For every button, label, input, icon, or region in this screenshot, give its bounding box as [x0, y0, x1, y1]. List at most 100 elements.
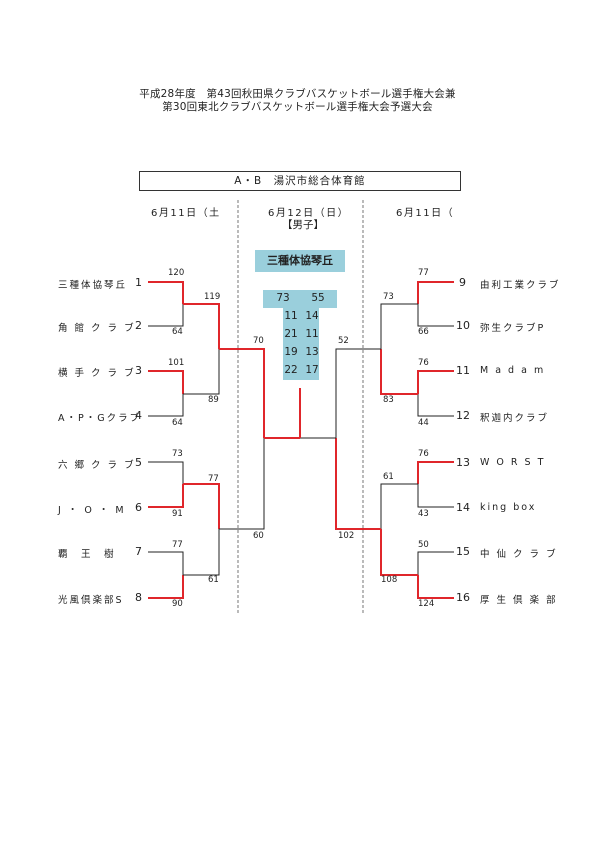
team-name-5: 六 郷 ク ラ ブ — [58, 460, 136, 471]
score-r2-1: 73 — [383, 292, 394, 302]
right-r1-m3-winner — [417, 461, 454, 484]
score-lsf-2: 60 — [253, 531, 264, 541]
date-left: 6月11日（土 — [151, 208, 221, 219]
final-q3-left: 19 — [284, 346, 298, 358]
team-name-12: 釈迦内クラブ — [480, 413, 550, 424]
final-q2-right: 11 — [305, 328, 319, 340]
left-r1-m2-winner — [148, 370, 184, 394]
left-r2-m1-loser — [183, 349, 220, 395]
score-l2-4: 61 — [208, 575, 219, 585]
team-name-10: 弥生クラブP — [480, 323, 546, 334]
score-l1-5: 73 — [172, 449, 183, 459]
score-l1-7: 77 — [172, 540, 183, 550]
right-r1-m4-winner — [417, 575, 454, 599]
gender-label: 【男子】 — [282, 219, 324, 231]
right-sf-loser — [335, 348, 381, 438]
left-r1-m3-loser — [148, 461, 184, 484]
right-sf-winner — [335, 438, 381, 530]
seed-16: 16 — [456, 591, 470, 604]
team-name-4: A・P・Gクラブ — [58, 413, 142, 424]
right-r1-m4-loser — [417, 551, 454, 575]
team-name-9: 由利工業クラブ — [480, 280, 561, 291]
final-total-right: 55 — [311, 292, 325, 304]
score-r1-5: 76 — [418, 449, 429, 459]
seed-15: 15 — [456, 545, 470, 558]
score-r2-4: 108 — [381, 575, 398, 585]
score-r2-3: 61 — [383, 472, 394, 482]
right-r1-m2-loser — [417, 394, 454, 417]
date-right: 6月11日（ — [396, 208, 455, 219]
date-center: 6月12日（日） — [268, 208, 350, 219]
right-r1-m3-loser — [417, 484, 454, 508]
seed-2: 2 — [135, 319, 142, 332]
team-name-16: 厚 生 倶 楽 部 — [480, 595, 558, 606]
final-q1-right: 14 — [305, 310, 319, 322]
score-rsf-1: 52 — [338, 336, 349, 346]
seed-12: 12 — [456, 409, 470, 422]
score-l1-6: 91 — [172, 509, 183, 519]
team-name-2: 角 館 ク ラ ブ — [58, 323, 136, 334]
tournament-title-line1: 平成28年度 第43回秋田県クラブバスケットボール選手権大会兼 — [139, 88, 456, 100]
final-q3-right: 13 — [305, 346, 319, 358]
seed-6: 6 — [135, 501, 142, 514]
final-q4-left: 22 — [284, 364, 298, 376]
seed-10: 10 — [456, 319, 470, 332]
score-l2-2: 89 — [208, 395, 219, 405]
right-r2-m1-winner — [380, 349, 418, 395]
right-r2-m2-loser — [380, 483, 418, 529]
final-total-left: 73 — [276, 292, 290, 304]
seed-13: 13 — [456, 456, 470, 469]
tournament-title-line2: 第30回東北クラブバスケットボール選手権大会予選大会 — [162, 101, 433, 113]
left-r1-m4-winner-b — [148, 575, 184, 599]
score-r2-2: 83 — [383, 395, 394, 405]
team-name-7: 覇 王 樹 — [58, 549, 116, 560]
seed-11: 11 — [456, 364, 470, 377]
score-r1-3: 76 — [418, 358, 429, 368]
final-score-background — [263, 290, 337, 380]
seed-3: 3 — [135, 364, 142, 377]
score-r1-4: 44 — [418, 418, 429, 428]
venue-label: A・B 湯沢市総合体育館 — [139, 171, 461, 191]
left-sf-loser — [219, 438, 265, 530]
left-r1-m2-loser — [148, 394, 184, 417]
champion-box: 三種体協琴丘 — [255, 250, 345, 272]
seed-5: 5 — [135, 456, 142, 469]
team-name-3: 横 手 ク ラ ブ — [58, 368, 136, 379]
left-r1-m1-loser — [148, 304, 184, 327]
left-r2-m2-winner — [183, 483, 220, 529]
left-r1-m4-winner — [148, 484, 184, 508]
score-l1-3: 101 — [168, 358, 185, 368]
final-q4-right: 17 — [305, 364, 319, 376]
score-l1-2: 64 — [172, 327, 183, 337]
score-l2-3: 77 — [208, 474, 219, 484]
right-r1-m2-winner — [417, 370, 454, 394]
seed-8: 8 — [135, 591, 142, 604]
seed-14: 14 — [456, 501, 470, 514]
right-r1-m1-winner — [417, 281, 454, 304]
left-sf-winner — [219, 348, 265, 438]
score-l1-4: 64 — [172, 418, 183, 428]
score-r1-2: 66 — [418, 327, 429, 337]
score-l1-8: 90 — [172, 599, 183, 609]
score-l1-1: 120 — [168, 268, 185, 278]
right-r2-m2-winner — [380, 529, 418, 576]
seed-4: 4 — [135, 409, 142, 422]
team-name-15: 中 仙 ク ラ ブ — [480, 549, 558, 560]
final-q2-left: 21 — [284, 328, 298, 340]
right-r1-m1-loser — [417, 304, 454, 327]
final-q1-left: 11 — [284, 310, 298, 322]
left-r2-m1-winner — [183, 303, 220, 349]
seed-9: 9 — [459, 276, 466, 289]
score-lsf-1: 70 — [253, 336, 264, 346]
score-r1-6: 43 — [418, 509, 429, 519]
final-period-background — [283, 308, 319, 380]
team-name-1: 三種体協琴丘 — [58, 280, 128, 291]
score-r1-7: 50 — [418, 540, 429, 550]
team-name-14: king box — [480, 502, 537, 513]
left-r2-m2-loser — [183, 529, 220, 576]
seed-1: 1 — [135, 276, 142, 289]
team-name-8: 光風倶楽部S — [58, 595, 124, 606]
team-name-13: W O R S T — [480, 457, 546, 468]
score-r1-1: 77 — [418, 268, 429, 278]
score-l2-1: 119 — [204, 292, 221, 302]
